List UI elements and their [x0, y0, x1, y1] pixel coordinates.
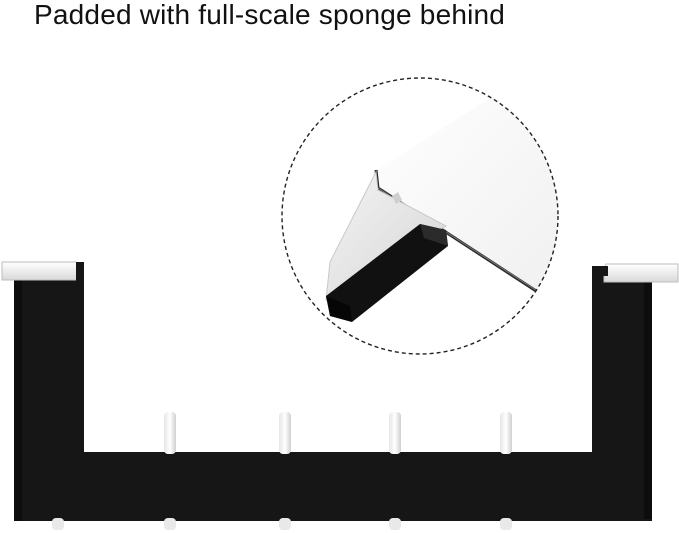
callout-border: [281, 77, 559, 355]
sponge-pad: [326, 224, 448, 322]
clamp-plate-top: [376, 86, 558, 300]
right-door-clamp: [592, 263, 679, 283]
hook-4: [500, 412, 512, 530]
hook-5: [52, 518, 64, 530]
rack-body: [14, 273, 652, 521]
left-door-clamp: [1, 261, 84, 282]
hook-3: [389, 412, 401, 530]
detail-callout: [281, 77, 559, 355]
hook-1: [164, 412, 176, 530]
hooks: [52, 412, 512, 530]
caption-heading: Padded with full-scale sponge behind: [34, 0, 506, 30]
hook-2: [279, 412, 291, 530]
